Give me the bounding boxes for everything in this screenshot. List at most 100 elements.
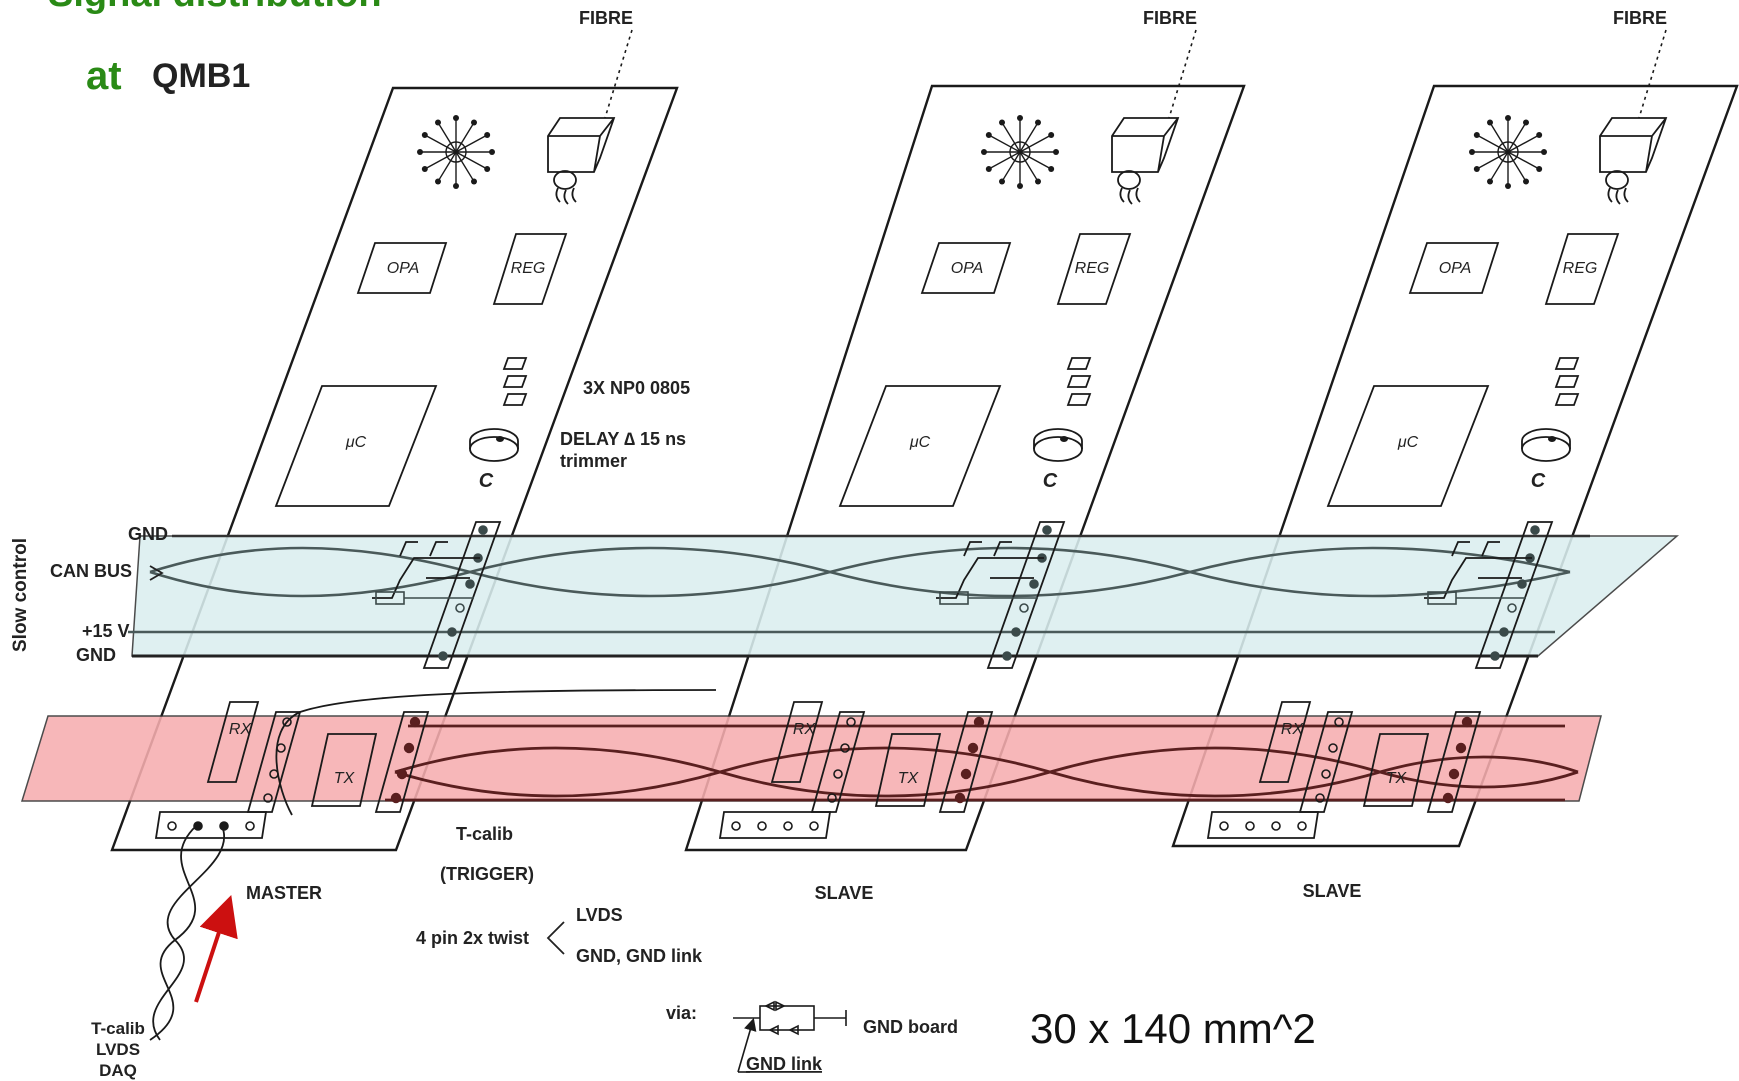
header-pin (219, 821, 229, 831)
header-pin (1297, 821, 1307, 831)
trimmer-center (496, 436, 504, 442)
can-connector-strip (1474, 521, 1554, 669)
diagram-title: Signal distribution (48, 0, 382, 15)
rx-connector-pin (282, 717, 292, 727)
can-connector-pin (1002, 651, 1012, 661)
tx-connector-pin (403, 742, 415, 754)
header-pin (783, 821, 793, 831)
can-circuit-traces (936, 541, 1044, 599)
opa-label: OPA (387, 260, 420, 277)
header-pin (1219, 821, 1229, 831)
twist-label: 4 pin 2x twist (416, 928, 529, 948)
title-board-name: QMB1 (152, 57, 250, 95)
rx-label: RX (1281, 721, 1305, 738)
tx-connector-pin (1442, 792, 1454, 804)
microcontroller-chip (274, 385, 438, 507)
tx-connector-pin (954, 792, 966, 804)
bottom-header (1206, 811, 1320, 839)
fibre-line (1168, 29, 1197, 119)
tx-connector-pin (409, 716, 421, 728)
fibre-line (1638, 29, 1667, 119)
header-pin (809, 821, 819, 831)
lvds-label: LVDS (576, 905, 623, 925)
np0-cap (1554, 393, 1580, 406)
rx-label: RX (793, 721, 817, 738)
rx-connector-pin (840, 743, 850, 753)
can-connector-pin (1029, 579, 1039, 589)
can-connector-pin (1490, 651, 1500, 661)
rx-label: RX (229, 721, 253, 738)
cable-label-1: T-calib (91, 1019, 145, 1038)
fibre-plug-pins (1119, 187, 1141, 205)
fibre-plug-pins (555, 187, 577, 205)
microcontroller-label: μC (1397, 434, 1419, 451)
can-circuit-traces (372, 541, 480, 599)
can-connector-pin (455, 603, 465, 613)
reg-chip (1056, 233, 1132, 305)
can-connector-pin (1530, 525, 1540, 535)
can-connector-pin (447, 627, 457, 637)
can-bus-pair-b (149, 546, 1571, 598)
gnd-bottom-label: GND (76, 645, 116, 665)
microcontroller-label: μC (345, 434, 367, 451)
microcontroller-chip (1326, 385, 1490, 507)
fibre-label: FIBRE (579, 8, 633, 28)
can-connector-strip (422, 521, 502, 669)
star-chip-icon (1469, 115, 1547, 189)
reg-label: REG (1563, 260, 1598, 277)
tx-connector-strip (374, 711, 430, 813)
star-chip-icon (981, 115, 1059, 189)
header-pin (731, 821, 741, 831)
gnd-board-label: GND board (863, 1017, 958, 1037)
board-role-label: MASTER (246, 883, 322, 903)
trimmer-top (469, 428, 519, 449)
np0-cap (1066, 393, 1092, 406)
board-role-label: SLAVE (815, 883, 874, 903)
trigger-band (20, 715, 1602, 802)
rx-connector-pin (846, 717, 856, 727)
header-pin (245, 821, 255, 831)
star-chip-icon (417, 115, 495, 189)
fibre-label: FIBRE (1613, 8, 1667, 28)
cable-label-3: DAQ (99, 1061, 137, 1080)
np0-cap (1066, 375, 1092, 388)
master-red-arrow (194, 895, 238, 1003)
np0-cap (502, 393, 528, 406)
can-connector-pin (1011, 627, 1021, 637)
rx-connector-strip (246, 711, 302, 813)
fibre-plug (1605, 170, 1629, 190)
gnd-link-pair-label: GND, GND link (576, 946, 703, 966)
header-pin (757, 821, 767, 831)
via-label: via: (666, 1003, 697, 1023)
gnd-link-label: GND link (746, 1054, 823, 1074)
tx-chip (874, 733, 942, 807)
np0-label: 3X NP0 0805 (583, 378, 690, 398)
header-pin (193, 821, 203, 831)
rx-connector-pin (263, 793, 273, 803)
plus15v-label: +15 V (82, 621, 130, 641)
opa-chip (356, 242, 448, 294)
board-size-label: 30 x 140 mm^2 (1030, 1005, 1316, 1052)
can-connector-strip (986, 521, 1066, 669)
reg-chip (492, 233, 568, 305)
master-cable-b (152, 825, 225, 1041)
trimmer-icon (1033, 436, 1083, 462)
trimmer-c-label: C (1043, 470, 1058, 492)
fibre-connector-icon (1111, 117, 1180, 173)
opa-chip (920, 242, 1012, 294)
tx-label: TX (334, 770, 356, 787)
can-connector-pin (438, 651, 448, 661)
can-connector-pin (1507, 603, 1517, 613)
rx-connector-pin (833, 769, 843, 779)
rx-connector-pin (1315, 793, 1325, 803)
tcalib-label: T-calib (456, 824, 513, 844)
trimmer-top (1033, 428, 1083, 449)
trimmer-top (1521, 428, 1571, 449)
reg-chip (1544, 233, 1620, 305)
trimmer-icon (469, 436, 519, 462)
board-role-label: SLAVE (1303, 881, 1362, 901)
master-trigger-wire (275, 689, 717, 816)
